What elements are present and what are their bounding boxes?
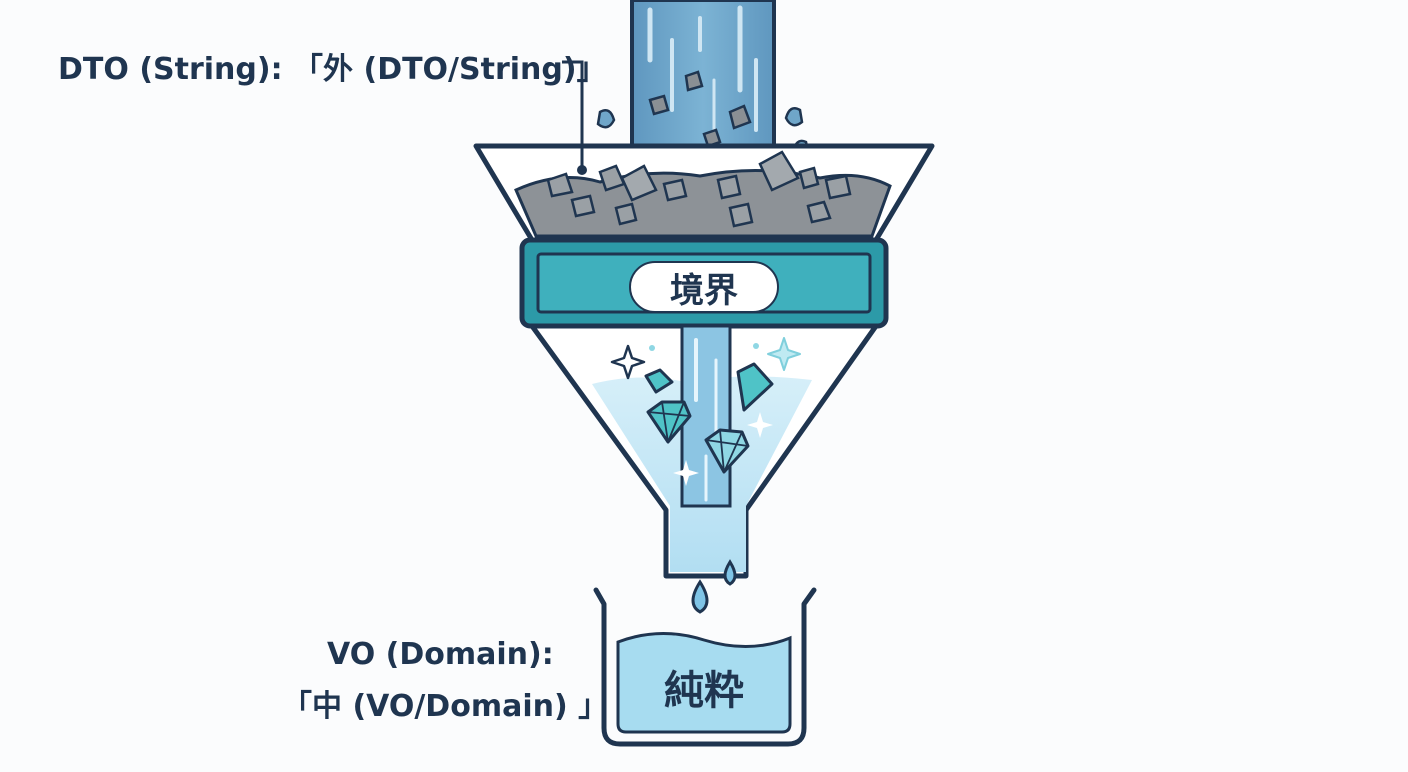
dto-label: DTO (String): 「外 (DTO/String)」 xyxy=(58,52,607,87)
leader-line xyxy=(562,60,587,175)
boundary-band: 境界 xyxy=(519,237,889,329)
funnel-lower xyxy=(529,323,879,579)
band-label: 境界 xyxy=(670,271,738,311)
falling-drops xyxy=(691,559,737,614)
vo-label-line-1: VO (Domain): xyxy=(327,637,554,672)
vo-label-line-2: 「中 (VO/Domain) 」 xyxy=(282,689,609,724)
beaker-label: 純粋 xyxy=(664,668,744,714)
funnel-upper xyxy=(473,143,935,243)
pure-beaker: 純粋 xyxy=(593,587,817,747)
